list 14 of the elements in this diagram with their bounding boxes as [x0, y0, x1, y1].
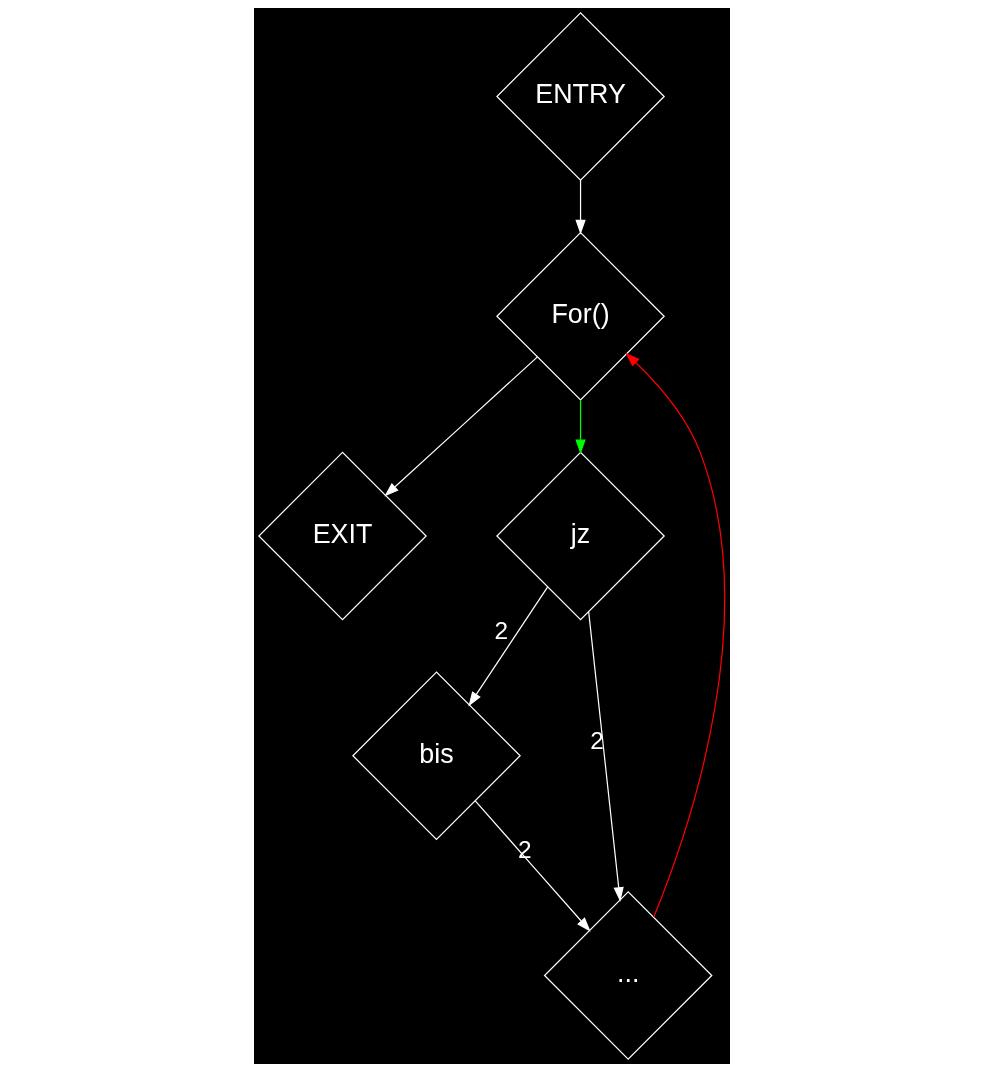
node-diamond: jz: [495, 451, 665, 621]
node-diamond: ...: [543, 891, 713, 1060]
arrow: [474, 800, 591, 932]
node-diamond: For(): [495, 231, 665, 401]
node-diamond: bis: [351, 671, 521, 841]
arrow: [624, 352, 725, 918]
node-diamond: EXIT: [257, 451, 427, 621]
arrow: [574, 179, 586, 235]
arrow: [467, 586, 548, 707]
node-diamond: ENTRY: [495, 12, 665, 181]
arrow: [574, 399, 586, 455]
arrow: [383, 356, 538, 497]
arrow: [587, 611, 624, 902]
edge-label: 2: [589, 726, 604, 754]
